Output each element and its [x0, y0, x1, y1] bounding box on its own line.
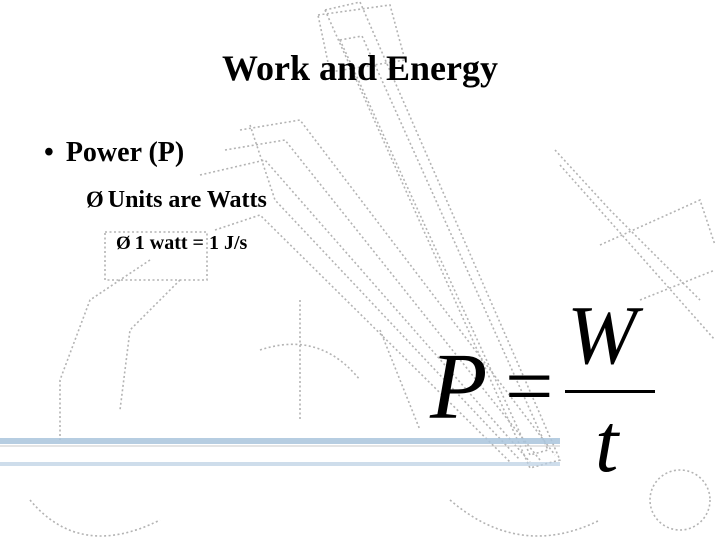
formula-equals: =	[505, 338, 554, 434]
arrow-bullet-icon: Ø	[116, 233, 131, 254]
bullet-text: 1 watt = 1 J/s	[134, 232, 248, 254]
formula-lhs: P	[430, 335, 488, 439]
formula-denominator: t	[595, 397, 619, 490]
slide-title: Work and Energy	[221, 48, 499, 88]
arrow-bullet-icon: Ø	[86, 187, 104, 212]
power-formula: P = W t	[425, 289, 675, 492]
bullet-dot-icon: •	[44, 137, 54, 168]
bullet-text: Units are Watts	[107, 187, 267, 213]
formula-numerator: W	[567, 289, 637, 382]
bullet-text: Power (P)	[65, 137, 185, 168]
bullet-power: • Power (P)	[44, 133, 184, 173]
fraction-bar	[565, 390, 655, 393]
